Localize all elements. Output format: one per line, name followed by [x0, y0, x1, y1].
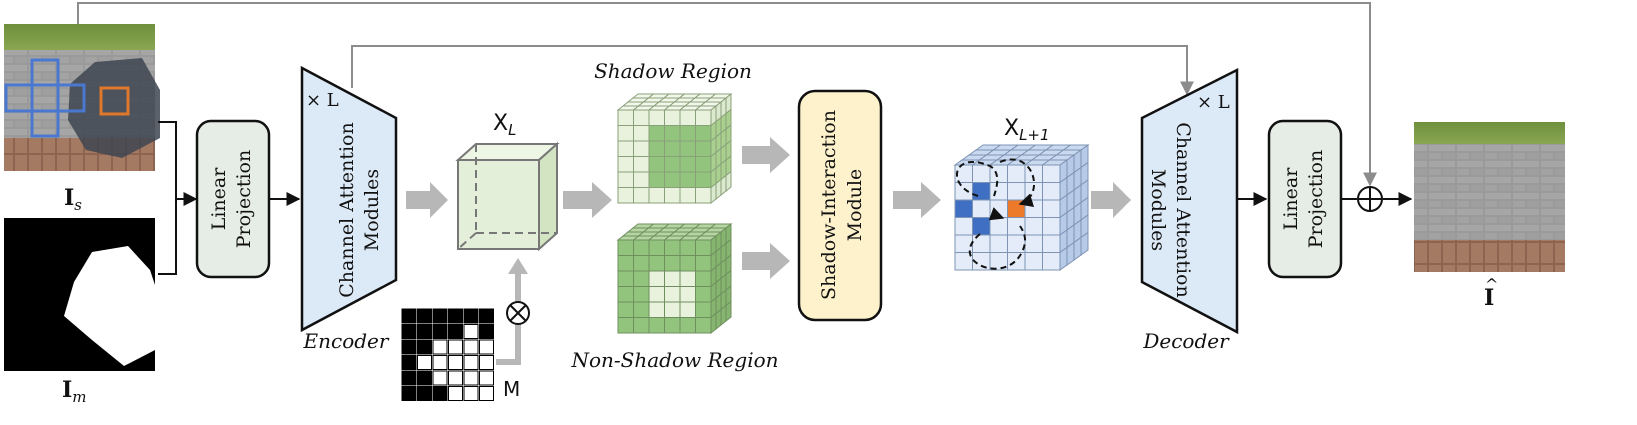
- input-mask-image: [4, 218, 160, 371]
- svg-text:× L: × L: [306, 90, 339, 111]
- skip-connection-inner: [351, 45, 1194, 96]
- input-bracket: [158, 121, 198, 275]
- input-mask-label: Im: [62, 377, 87, 406]
- decoder-block: × L Channel Attention Modules: [1140, 67, 1239, 335]
- feature-cube-xl: [455, 141, 560, 252]
- input-image-label: Is: [64, 185, 82, 214]
- feature-cube-xl1: [953, 144, 1090, 271]
- flow-arrow-4: [742, 243, 790, 279]
- encoder-caption: Encoder: [303, 329, 390, 353]
- output-hat: ^: [1485, 275, 1498, 294]
- linear-projection-in: Linear Projection: [195, 119, 271, 279]
- flow-arrow-6: [1091, 182, 1131, 218]
- svg-text:× L: × L: [1197, 92, 1230, 113]
- skip-connection-outer: [77, 2, 1377, 187]
- flow-arrow-1: [406, 182, 448, 218]
- svg-text:Modules: Modules: [361, 169, 383, 251]
- svg-text:Channel Attention: Channel Attention: [336, 122, 358, 297]
- non-shadow-region-cube: [616, 222, 733, 335]
- non-shadow-region-label: Non-Shadow Region: [570, 348, 778, 372]
- shadow-region-cube: [616, 92, 733, 205]
- shadow-region-label: Shadow Region: [594, 59, 752, 83]
- mask-grid-m: [401, 308, 494, 401]
- mask-label: M: [503, 377, 520, 401]
- svg-text:Modules: Modules: [1147, 169, 1169, 251]
- flow-arrow-5: [893, 182, 941, 218]
- feature-xl-label: XL: [493, 111, 516, 139]
- feature-xl1-label: XL+1: [1004, 116, 1050, 144]
- svg-text:Channel Attention: Channel Attention: [1172, 122, 1194, 297]
- input-shadow-image: [4, 24, 160, 171]
- shadow-interaction-module: Shadow-Interaction Module: [797, 89, 883, 322]
- add-symbol: [1357, 186, 1383, 212]
- svg-text:Linear: Linear: [208, 167, 230, 231]
- decoder-caption: Decoder: [1142, 329, 1230, 353]
- svg-text:Projection: Projection: [1305, 150, 1327, 248]
- svg-text:Shadow-Interaction: Shadow-Interaction: [818, 110, 840, 300]
- flow-arrow-3: [742, 137, 790, 173]
- interaction-arrows: [955, 158, 1036, 270]
- mask-multiply-path: [496, 258, 530, 365]
- output-image-label: I: [1484, 285, 1494, 311]
- svg-text:Projection: Projection: [233, 150, 255, 248]
- output-image: [1414, 122, 1565, 272]
- linear-projection-out: Linear Projection: [1267, 119, 1343, 279]
- svg-text:Module: Module: [844, 169, 866, 242]
- svg-text:Linear: Linear: [1280, 167, 1302, 231]
- encoder-block: × L Channel Attention Modules: [300, 65, 398, 333]
- flow-arrow-2: [563, 182, 612, 218]
